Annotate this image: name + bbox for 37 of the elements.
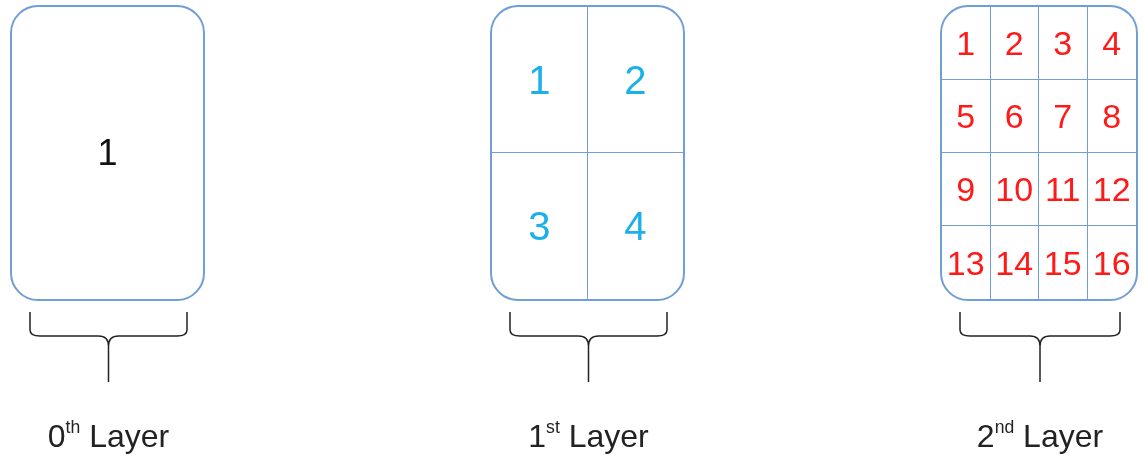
rounded-rectangle xyxy=(940,5,1138,301)
cell-number: 1 xyxy=(956,26,976,60)
grid-cell xyxy=(990,153,1039,226)
grid-cell xyxy=(1039,7,1088,80)
cell-number: 8 xyxy=(1102,99,1122,133)
cell-number: 15 xyxy=(1043,245,1082,280)
cell-number: 10 xyxy=(995,172,1034,206)
cell-number: 6 xyxy=(1004,99,1024,133)
grid-cell xyxy=(942,7,991,80)
cell-number: 12 xyxy=(1092,172,1131,206)
cell-number: 11 xyxy=(1045,172,1081,206)
layer-label: 0$^{th}$ Layer xyxy=(47,418,170,455)
cell-number: 14 xyxy=(995,245,1034,280)
layer-label: 1$^{st}$ Layer xyxy=(528,418,649,455)
cell-number: 3 xyxy=(528,206,551,246)
grid-cell xyxy=(1039,80,1088,153)
cell-number: 4 xyxy=(624,206,647,246)
cell-number: 3 xyxy=(1053,26,1073,60)
cell-number: 7 xyxy=(1053,99,1073,133)
cell-number: 9 xyxy=(956,172,976,206)
cell-number: 5 xyxy=(956,99,976,133)
grid-cell xyxy=(1039,153,1088,226)
rounded-rectangle xyxy=(490,5,685,301)
rounded-rectangle xyxy=(10,5,205,301)
cell-number: 1 xyxy=(97,135,118,171)
grid-cell xyxy=(942,80,991,153)
grid-cell xyxy=(942,153,991,226)
grid-cell xyxy=(990,7,1039,80)
cell-number: 16 xyxy=(1092,245,1131,280)
grid-cell xyxy=(492,7,588,153)
cell-number: 13 xyxy=(946,245,985,280)
cell-number: 2 xyxy=(1004,26,1024,60)
grid-cell xyxy=(990,80,1039,153)
cell-number: 1 xyxy=(528,59,551,100)
cell-number: 2 xyxy=(624,59,647,100)
layer-label: 2$^{nd}$ Layer xyxy=(976,418,1104,455)
cell-number: 4 xyxy=(1102,26,1122,60)
